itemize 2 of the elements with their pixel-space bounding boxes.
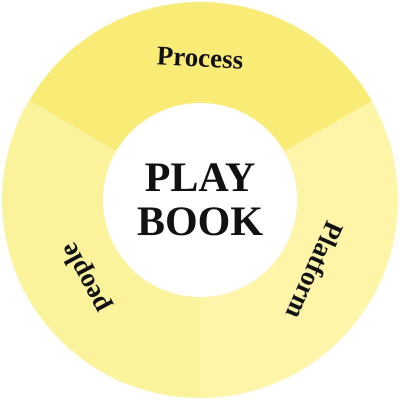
segment-label: Process [156, 42, 244, 74]
center-title: PLAY BOOK [136, 156, 264, 244]
